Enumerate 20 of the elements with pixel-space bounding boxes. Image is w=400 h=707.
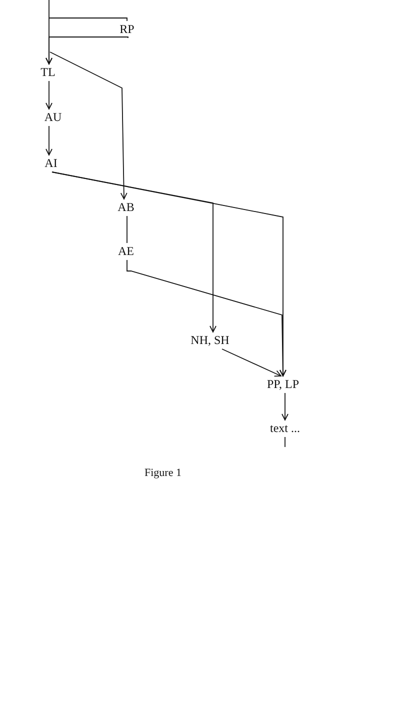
step-label: AU — [44, 111, 62, 124]
arrow — [50, 52, 128, 200]
step-label: AI — [44, 157, 58, 170]
arrow — [126, 260, 286, 376]
connector-line — [284, 436, 286, 448]
arrow — [282, 392, 288, 420]
arrow — [222, 348, 282, 377]
arrow — [46, 80, 52, 110]
connector-line — [48, 18, 128, 22]
arrow — [46, 126, 52, 156]
arrow — [46, 36, 128, 64]
step-label: AB — [118, 201, 134, 214]
step-label: text ... — [270, 422, 300, 435]
connector-line — [126, 216, 128, 244]
step-label: NH, SH — [190, 334, 230, 347]
step-label: TL — [40, 66, 56, 79]
step-label: AE — [118, 245, 134, 258]
step-label: PP, LP — [266, 378, 300, 391]
figure-caption: Figure 1 — [144, 467, 182, 480]
step-label: RP — [120, 23, 134, 36]
